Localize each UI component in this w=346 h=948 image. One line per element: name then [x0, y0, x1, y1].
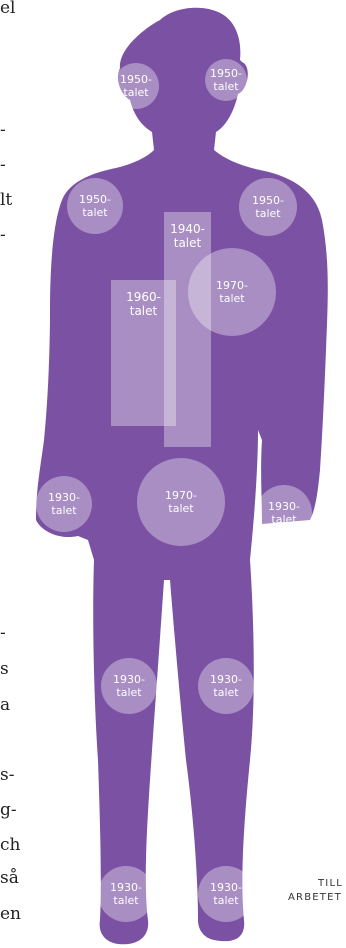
badge-label-line2: talet [168, 502, 193, 515]
bar-label-line2: talet [130, 304, 157, 318]
badge-head-left: 1950-talet [113, 63, 159, 109]
badge-head-right: 1950-talet [205, 59, 247, 101]
badge-label-line1: 1950- [252, 194, 284, 207]
badge-label-line2: talet [213, 894, 238, 907]
badge-label-line1: 1930- [113, 673, 145, 686]
badge-label-line1: 1950- [120, 73, 152, 86]
badge-label-line2: talet [271, 513, 296, 526]
badge-label-line1: 1930- [210, 673, 242, 686]
badge-foot-left: 1930-talet [98, 866, 154, 922]
side-caption-line2: ARBETET [288, 892, 342, 903]
bar-1960s: 1960-talet [111, 280, 176, 426]
badge-label-line2: talet [116, 686, 141, 699]
bar-label-line1: 1960- [126, 290, 161, 304]
badge-label-line2: talet [255, 207, 280, 220]
badge-label-line2: talet [219, 292, 244, 305]
badge-hand-right: 1930-talet [256, 485, 312, 541]
badge-label-line2: talet [51, 504, 76, 517]
badge-hand-left: 1930-talet [36, 476, 92, 532]
badge-shoulder-right: 1950-talet [239, 178, 297, 236]
badge-knee-right: 1930-talet [198, 658, 254, 714]
badge-label-line2: talet [213, 80, 238, 93]
badge-knee-left: 1930-talet [101, 658, 157, 714]
badge-chest: 1970-talet [188, 248, 276, 336]
badge-label-line2: talet [123, 86, 148, 99]
badge-label-line2: talet [213, 686, 238, 699]
badge-label-line1: 1930- [110, 881, 142, 894]
badge-label-line2: talet [82, 206, 107, 219]
badge-label-line1: 1950- [210, 67, 242, 80]
badge-label-line1: 1930- [268, 500, 300, 513]
bar-label-line1: 1940- [170, 222, 205, 236]
bar-label-line2: talet [174, 236, 201, 250]
badge-label-line1: 1970- [216, 279, 248, 292]
badge-foot-right: 1930-talet [198, 866, 254, 922]
badge-shoulder-left: 1950-talet [67, 178, 123, 234]
badge-label-line1: 1970- [165, 489, 197, 502]
badge-belly: 1970-talet [137, 458, 225, 546]
badge-label-line1: 1950- [79, 193, 111, 206]
badge-label-line1: 1930- [48, 491, 80, 504]
badge-label-line2: talet [113, 894, 138, 907]
badge-label-line1: 1930- [210, 881, 242, 894]
side-caption-line1: TILL [318, 878, 343, 889]
